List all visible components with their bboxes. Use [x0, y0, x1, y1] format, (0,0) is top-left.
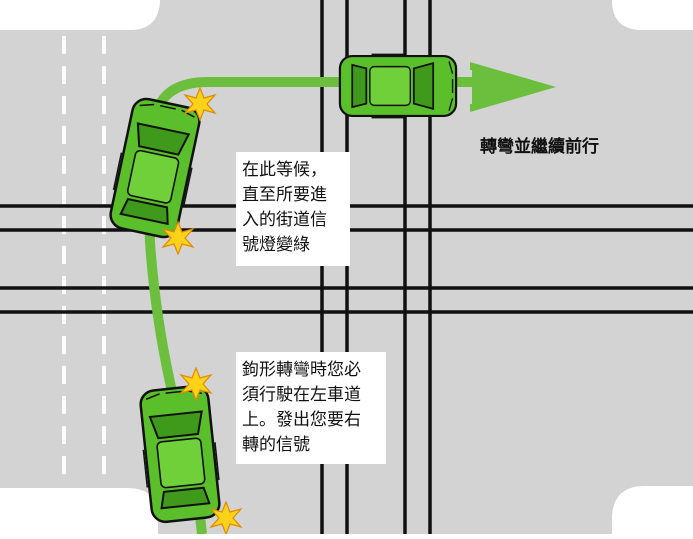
wait-instruction-line: 入的街道信 [242, 210, 327, 230]
wait-instruction-line: 號燈變綠 [242, 235, 310, 255]
hook-instruction-line: 上。發出您要右 [242, 410, 361, 430]
hook-instruction-line: 轉的信號 [242, 435, 310, 455]
curb-top-right [612, 0, 693, 30]
hook-instruction-line: 須行駛在左車道 [242, 385, 361, 405]
car-icon [136, 383, 224, 525]
lane-dashes [62, 36, 106, 486]
wait-instruction-line: 在此等候， [242, 160, 327, 180]
arrow-right-icon [470, 62, 556, 112]
car-icon [338, 53, 458, 119]
wait-instruction-box: 在此等候， 直至所要進 入的街道信 號燈變綠 [236, 152, 350, 266]
wait-instruction-line: 直至所要進 [242, 185, 327, 205]
continue-label: 轉彎並繼續前行 [480, 137, 599, 157]
curb-top-left [0, 0, 160, 30]
hook-instruction-line: 鉤形轉彎時您必 [242, 360, 361, 380]
hook-turn-instruction-box: 鉤形轉彎時您必 須行駛在左車道 上。發出您要右 轉的信號 [236, 352, 386, 464]
curb-bottom-left [0, 488, 158, 534]
curb-bottom-right [612, 486, 693, 534]
